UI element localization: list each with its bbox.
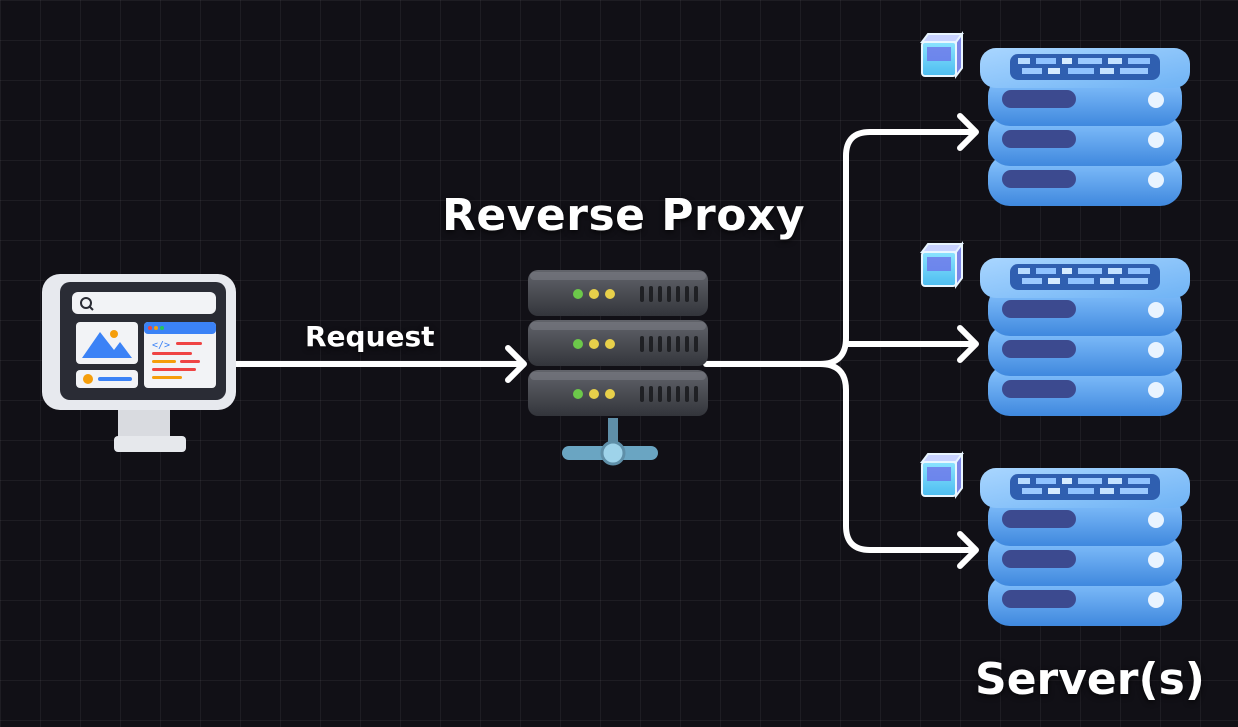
branch-top (817, 129, 977, 367)
servers-title: Server(s) (975, 654, 1205, 705)
request-arrowhead (505, 345, 527, 383)
proxy-server-icon (528, 270, 708, 466)
client-computer-icon: </> (42, 274, 236, 452)
arrowhead-middle (957, 325, 979, 363)
arrowhead-top (957, 113, 979, 151)
svg-text:</>: </> (152, 340, 170, 351)
proxy-title: Reverse Proxy (442, 190, 806, 241)
request-label: Request (305, 320, 435, 353)
arrowhead-bottom (957, 531, 979, 569)
connectors (233, 113, 979, 569)
branch-bottom (817, 361, 977, 553)
